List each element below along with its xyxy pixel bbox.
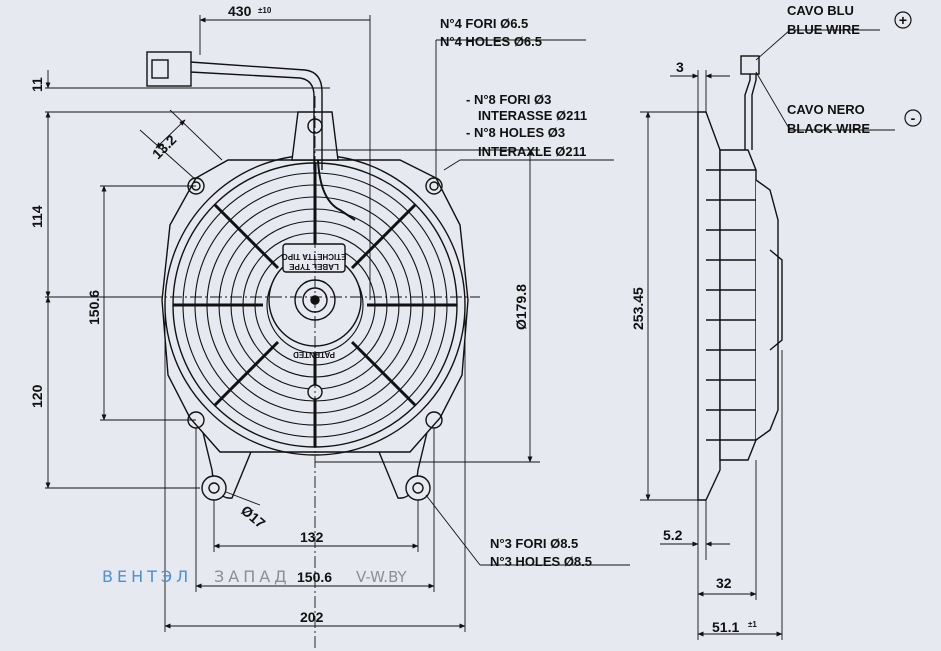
fan-side-view: [697, 55, 783, 501]
dim-side-3: 3: [676, 59, 684, 75]
dim-diameter-179: Ø179.8: [513, 284, 529, 330]
side-dimension-lines: [640, 29, 895, 640]
label-plate-line2: LABEL TYPE: [289, 262, 339, 271]
note-holes8-it: - N°8 FORI Ø3: [466, 92, 551, 107]
bottom-mount-holes: [201, 384, 431, 501]
dim-430-tol: ±10: [258, 6, 272, 15]
note-holes3-en: N°3 HOLES Ø8.5: [490, 554, 592, 569]
annotation-notes: N°4 FORI Ø6.5 N°4 HOLES Ø6.5 - N°8 FORI …: [440, 3, 870, 569]
watermark-brand-gray: ЗАПАД: [214, 567, 291, 586]
dim-diameter-17: Ø17: [238, 502, 269, 531]
dim-13-2: 13.2: [149, 131, 180, 162]
note-blue-it: CAVO BLU: [787, 3, 854, 18]
note-holes4-en: N°4 HOLES Ø6.5: [440, 34, 542, 49]
dim-side-51-tol: ±1: [748, 620, 757, 629]
cable-and-connector: [146, 51, 356, 221]
note-black-en: BLACK WIRE: [787, 121, 870, 136]
watermark-brand-blue: ВЕНТЭЛ: [102, 567, 192, 586]
note-holes3-it: N°3 FORI Ø8.5: [490, 536, 578, 551]
plus-sign: +: [899, 12, 907, 28]
note-holes8-en2: INTERAXLE Ø211: [478, 144, 586, 159]
note-holes8-it2: INTERASSE Ø211: [478, 108, 587, 123]
fan-hub: [268, 243, 362, 347]
dim-120: 120: [29, 384, 45, 408]
dim-150-vertical: 150.6: [86, 290, 102, 325]
minus-sign: -: [911, 110, 916, 126]
dim-side-5-2: 5.2: [663, 527, 683, 543]
dim-side-253: 253.45: [630, 287, 646, 330]
patented-mark: PATENTED: [293, 350, 335, 359]
plus-circle-icon: [894, 11, 912, 29]
dim-side-51: 51.1: [712, 619, 739, 635]
watermark: ВЕНТЭЛ ЗАПАД V-W.BY: [102, 567, 408, 586]
label-plate-line1: ETICHETTA TIPO: [282, 252, 347, 261]
dim-150-bottom: 150.6: [297, 569, 332, 585]
dim-132: 132: [300, 529, 324, 545]
note-holes4-it: N°4 FORI Ø6.5: [440, 16, 528, 31]
watermark-site: V-W.BY: [356, 568, 408, 586]
dim-11: 11: [29, 77, 45, 92]
note-blue-en: BLUE WIRE: [787, 22, 860, 37]
dim-202: 202: [300, 609, 324, 625]
front-dimension-lines: [45, 15, 630, 650]
dim-114: 114: [29, 205, 45, 228]
note-holes8-en: - N°8 HOLES Ø3: [466, 125, 565, 140]
note-black-it: CAVO NERO: [787, 102, 865, 117]
dim-side-32: 32: [716, 575, 732, 591]
dim-430: 430: [228, 3, 252, 19]
minus-circle-icon: [904, 109, 922, 127]
